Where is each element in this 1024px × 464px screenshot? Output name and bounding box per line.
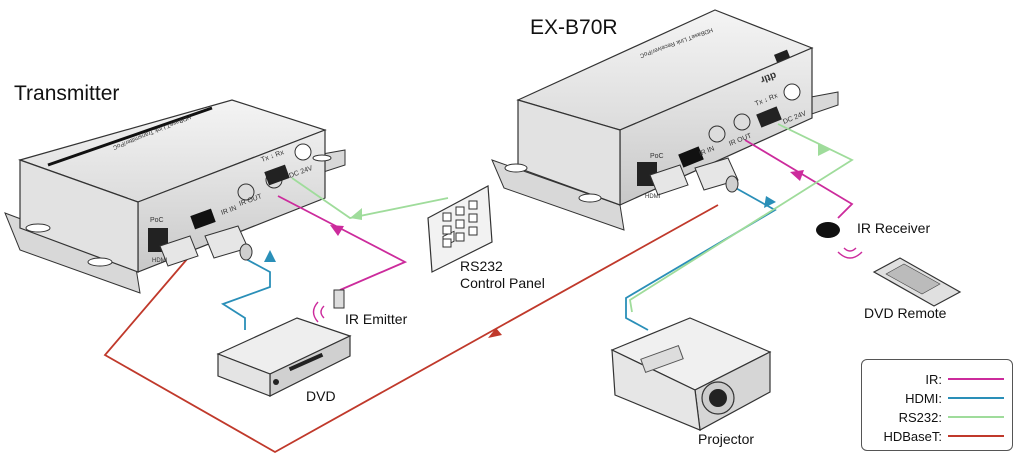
ir-emitter-device bbox=[312, 289, 345, 323]
dvd-player-device bbox=[216, 317, 352, 397]
ir-emitter-label: IR Emitter bbox=[345, 311, 408, 327]
hdbaset-arrow bbox=[488, 328, 502, 338]
legend-label-rs232: RS232: bbox=[898, 409, 942, 425]
ir-receiver-label: IR Receiver bbox=[857, 220, 931, 236]
hdbaset-cable bbox=[103, 204, 719, 454]
hdmi-arrow-tx bbox=[264, 250, 276, 262]
rx-hdmi-label: HDMI bbox=[645, 194, 661, 200]
ir-arrow-rx bbox=[790, 170, 804, 181]
ir-cable-rx bbox=[744, 139, 854, 219]
tx-hdmi-label: HDMI bbox=[152, 258, 168, 264]
legend-label-hdmi: HDMI: bbox=[905, 390, 942, 406]
legend-swatch-hdmi bbox=[948, 397, 1004, 399]
ir-arrow-tx bbox=[330, 225, 344, 236]
rx-brand-logo: dtlr bbox=[759, 69, 778, 85]
tx-connectors bbox=[159, 225, 253, 267]
receiver-device bbox=[491, 9, 839, 231]
cable-legend: IR: HDMI: RS232: HDBaseT: bbox=[861, 359, 1013, 451]
receiver-title: EX-B70R bbox=[530, 16, 618, 39]
legend-swatch-ir bbox=[948, 378, 1004, 380]
dvd-remote-label: DVD Remote bbox=[864, 305, 947, 321]
projector-label: Projector bbox=[698, 431, 755, 447]
hdmi-cable-rx bbox=[625, 181, 777, 331]
transmitter-device bbox=[4, 99, 346, 294]
transmitter-title: Transmitter bbox=[14, 82, 120, 105]
projector-device bbox=[610, 317, 772, 431]
dvd-remote-device bbox=[872, 257, 962, 307]
rs232-control-panel bbox=[427, 185, 493, 273]
legend-label-ir: IR: bbox=[925, 371, 942, 387]
ir-cable-tx bbox=[277, 195, 408, 291]
legend-label-hdbaset: HDBaseT: bbox=[883, 428, 942, 444]
rs232-cable-rx bbox=[629, 123, 854, 313]
tx-poc-label: PoC bbox=[150, 217, 164, 224]
legend-swatch-hdbaset bbox=[948, 435, 1004, 437]
hdmi-cable-tx bbox=[220, 257, 271, 330]
hdmi-arrow-rx bbox=[764, 196, 776, 208]
ir-receiver-device bbox=[816, 222, 863, 259]
rs232-arrow-rx bbox=[818, 144, 830, 156]
legend-item-ir: IR: bbox=[925, 370, 1004, 388]
rx-connectors bbox=[649, 157, 739, 196]
rs232-panel-label-line2: Control Panel bbox=[460, 275, 545, 291]
legend-swatch-rs232 bbox=[948, 416, 1004, 418]
dvd-label: DVD bbox=[306, 388, 336, 404]
legend-item-hdmi: HDMI: bbox=[905, 389, 1004, 407]
rs232-panel-label-line1: RS232 bbox=[460, 258, 503, 274]
legend-item-hdbaset: HDBaseT: bbox=[883, 427, 1004, 445]
rx-poc-label: PoC bbox=[650, 153, 664, 160]
legend-item-rs232: RS232: bbox=[899, 408, 1004, 426]
rs232-arrow-tx bbox=[350, 208, 362, 220]
